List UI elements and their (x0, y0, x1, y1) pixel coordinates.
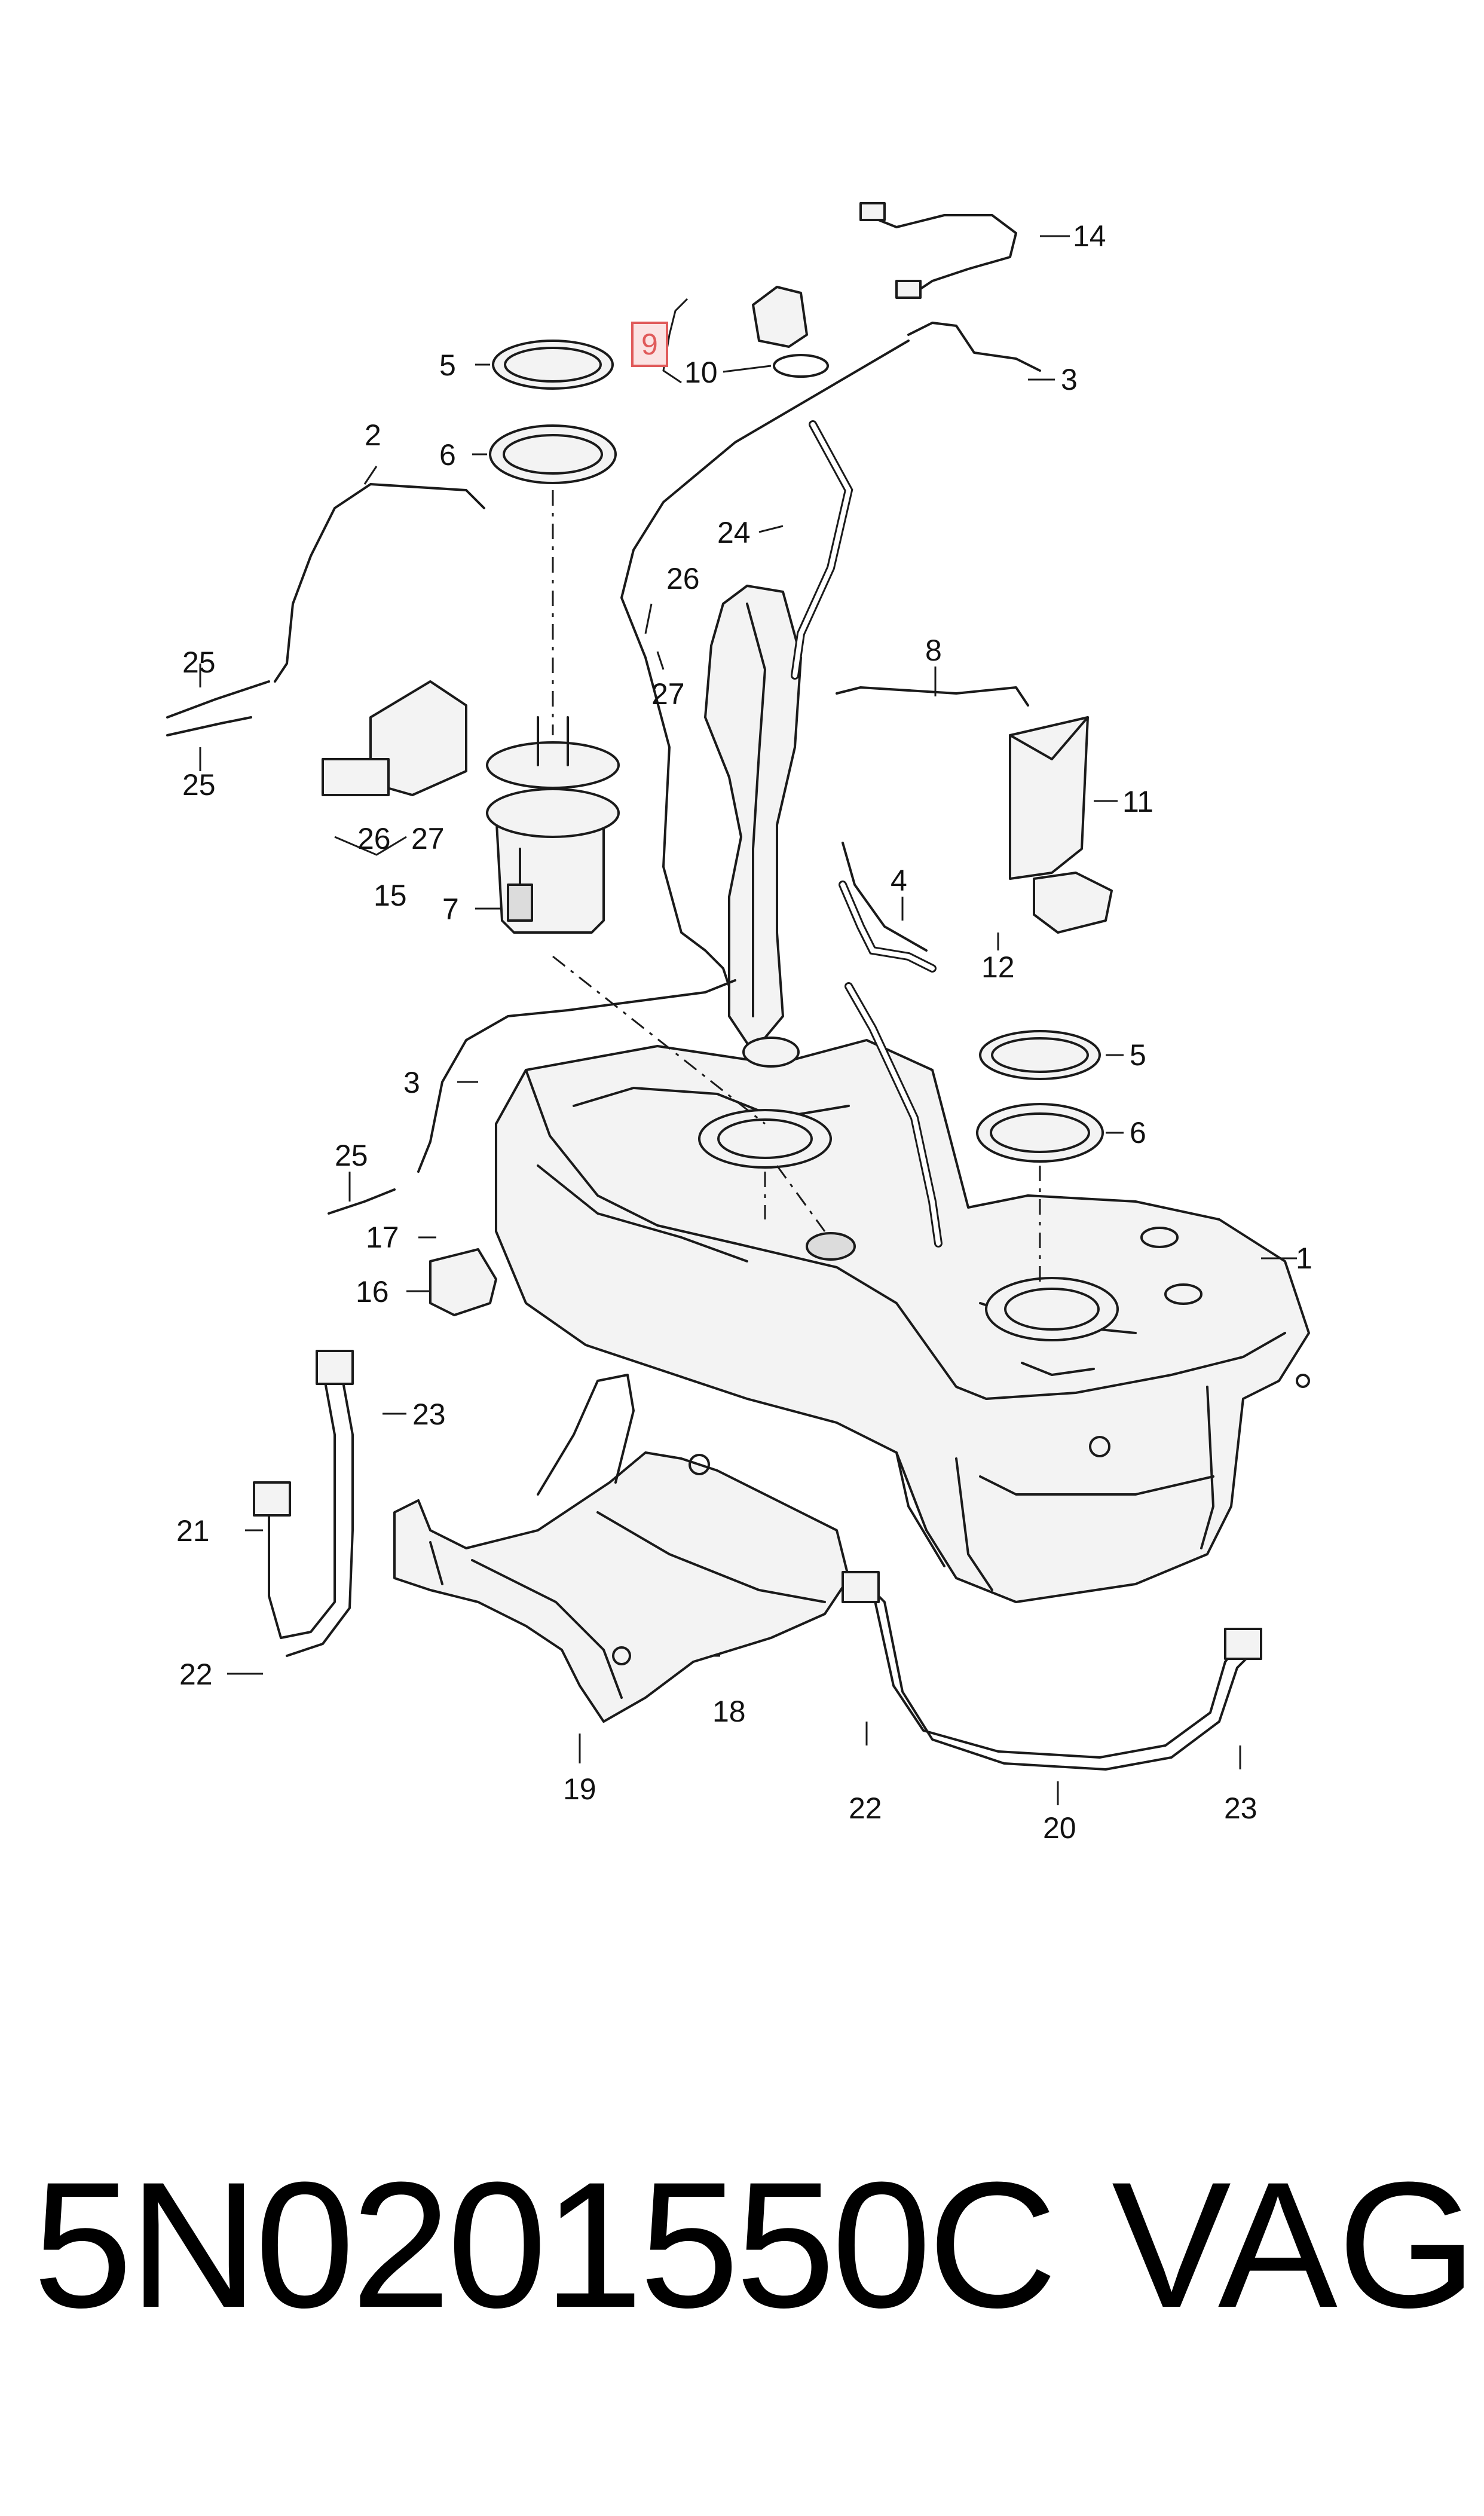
locking-ring-top (492, 340, 614, 390)
callout-17: 17 (366, 1221, 399, 1254)
callout-23-left: 23 (412, 1398, 446, 1431)
callout-7: 7 (442, 892, 459, 926)
callout-1: 1 (1296, 1242, 1312, 1275)
brand-name: VAG (1112, 2144, 1477, 2345)
callout-20: 20 (1043, 1811, 1076, 1845)
callout-6-top: 6 (439, 438, 456, 472)
callout-6-right: 6 (1130, 1116, 1146, 1150)
callout-14: 14 (1073, 219, 1106, 253)
heat-shield (393, 1374, 850, 1723)
fuel-pump (486, 716, 620, 934)
leader-lines (199, 235, 1297, 1805)
callout-19: 19 (563, 1772, 596, 1806)
callout-21: 21 (176, 1514, 210, 1548)
callout-27-bracket: 27 (411, 822, 445, 855)
callout-25-bottom: 25 (182, 768, 216, 802)
callout-3-top: 3 (1061, 363, 1078, 396)
callout-11: 11 (1122, 785, 1153, 818)
carbon-canister (1009, 716, 1113, 934)
callout-9-highlight: 9 (631, 322, 668, 367)
hose-lines (791, 420, 943, 1248)
callout-15: 15 (374, 879, 407, 912)
callout-25-top: 25 (182, 646, 216, 679)
callout-22-left: 22 (179, 1658, 213, 1691)
callout-23-right: 23 (1224, 1792, 1257, 1825)
callout-18: 18 (712, 1695, 746, 1728)
callout-24: 24 (717, 516, 751, 549)
tank-strap-left (253, 1350, 354, 1657)
callout-5-top: 5 (439, 348, 456, 382)
fuel-filter-bracket (322, 680, 467, 796)
fuel-tank (495, 1039, 1310, 1603)
callout-27-top: 27 (651, 677, 685, 711)
callout-8: 8 (925, 634, 942, 667)
callout-16: 16 (356, 1275, 389, 1309)
locking-ring-right (979, 1030, 1101, 1080)
callout-10: 10 (684, 356, 718, 389)
part-number: 5N0201550C (33, 2144, 1057, 2345)
callout-4: 4 (891, 864, 907, 897)
callout-26-bracket: 26 (357, 822, 391, 855)
filler-cap (752, 286, 829, 378)
callout-26-top: 26 (666, 562, 700, 595)
callout-2: 2 (365, 418, 381, 452)
seal-ring-right (976, 1103, 1104, 1163)
seal-ring-top (489, 424, 617, 484)
filler-neck (704, 585, 802, 1068)
callout-25-lower: 25 (335, 1139, 368, 1172)
callout-3-left: 3 (403, 1066, 420, 1099)
callout-22-right: 22 (849, 1792, 882, 1825)
callout-9: 9 (641, 328, 658, 361)
callout-12: 12 (981, 950, 1015, 984)
tank-strap-right (842, 1571, 1262, 1771)
callout-5-right: 5 (1130, 1038, 1146, 1072)
